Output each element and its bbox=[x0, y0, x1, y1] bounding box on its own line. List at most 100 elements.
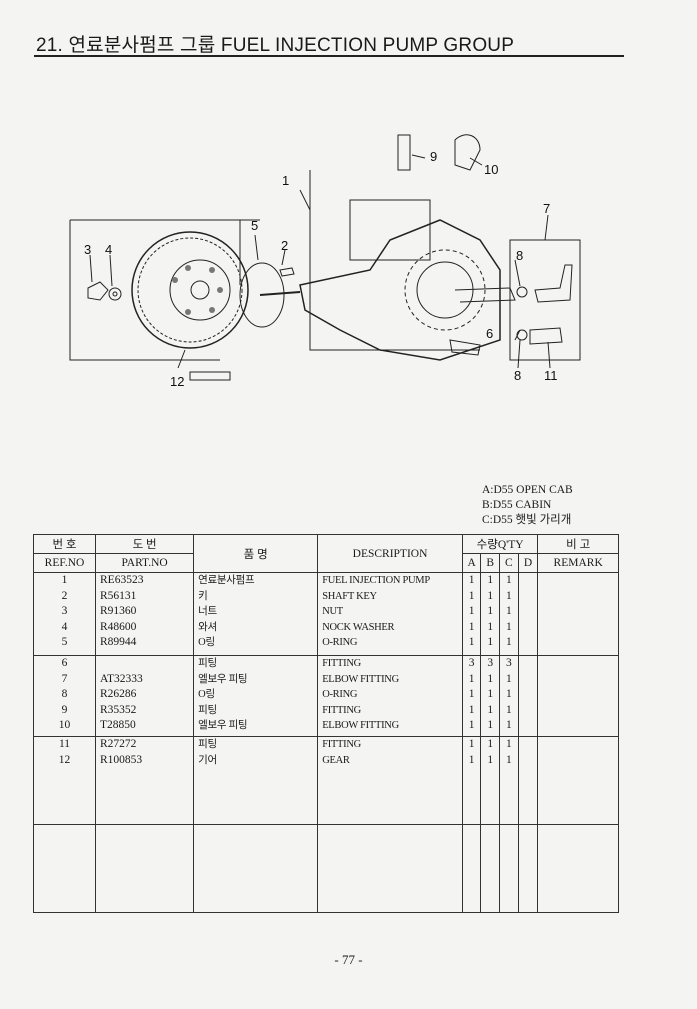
cell-c: 1 bbox=[499, 619, 519, 636]
cell-remark bbox=[537, 735, 619, 753]
cell-b: 1 bbox=[480, 635, 501, 651]
exploded-parts-diagram: 1 2 3 4 5 6 7 8 8 9 10 11 12 bbox=[69, 134, 581, 389]
cell-a: 1 bbox=[461, 671, 482, 688]
cell-ref: 8 bbox=[33, 687, 96, 703]
header-qty: 수량Q'TY bbox=[461, 534, 539, 554]
cell-b: 1 bbox=[480, 702, 501, 719]
cell-c: 1 bbox=[499, 571, 519, 589]
cell-desc: NOCK WASHER bbox=[317, 619, 463, 636]
callout-8-upper: 8 bbox=[516, 248, 523, 263]
cell-c: 1 bbox=[499, 718, 519, 734]
cell-ref: 2 bbox=[33, 588, 96, 605]
cell-b: 1 bbox=[480, 752, 501, 769]
cell-part: RE63523 bbox=[94, 571, 195, 589]
cell-part: R100853 bbox=[94, 752, 195, 769]
cell-ref: 1 bbox=[33, 571, 96, 589]
header-qty-d: D bbox=[517, 553, 539, 573]
cell-desc: SHAFT KEY bbox=[317, 588, 463, 605]
cell-part: R48600 bbox=[94, 619, 195, 636]
cell-c: 1 bbox=[499, 588, 519, 605]
cell-name: 키 bbox=[193, 588, 319, 605]
cell-ref: 4 bbox=[33, 619, 96, 636]
cell-part: R56131 bbox=[94, 588, 195, 605]
cell-ref: 6 bbox=[33, 654, 96, 672]
cell-desc: GEAR bbox=[317, 752, 463, 769]
cell-remark bbox=[537, 619, 619, 636]
cell-remark bbox=[537, 654, 619, 672]
cell-c: 1 bbox=[499, 752, 519, 769]
cell-d bbox=[517, 671, 539, 688]
header-part-en: PART.NO bbox=[94, 553, 195, 573]
cell-b: 1 bbox=[480, 604, 501, 620]
cell-desc: ELBOW FITTING bbox=[317, 718, 463, 734]
callout-3: 3 bbox=[84, 242, 91, 257]
cell-name: 연료분사펌프 bbox=[193, 571, 319, 589]
cell-a: 1 bbox=[461, 635, 482, 651]
cell-remark bbox=[537, 718, 619, 734]
title-underline bbox=[34, 55, 624, 57]
parts-table: 번 호 도 번 품 명 DESCRIPTION 수량Q'TY 비 고 REF.N… bbox=[33, 534, 619, 914]
cell-a: 1 bbox=[461, 702, 482, 719]
header-part-ko: 도 번 bbox=[94, 534, 195, 554]
cell-desc: NUT bbox=[317, 604, 463, 620]
cell-b: 1 bbox=[480, 735, 501, 753]
cell-desc: FITTING bbox=[317, 702, 463, 719]
header-ref-ko: 번 호 bbox=[33, 534, 96, 554]
cell-part: R27272 bbox=[94, 735, 195, 753]
header-ref-en: REF.NO bbox=[33, 553, 96, 573]
legend-c: C:D55 햇빛 가리개 bbox=[482, 514, 572, 526]
cell-part: R35352 bbox=[94, 702, 195, 719]
cell-ref: 3 bbox=[33, 604, 96, 620]
callout-9: 9 bbox=[430, 149, 437, 164]
header-qty-b: B bbox=[480, 553, 501, 573]
header-qty-ko: 수량 bbox=[476, 539, 498, 551]
cell-part bbox=[94, 654, 195, 672]
cell-b: 1 bbox=[480, 671, 501, 688]
model-legend: A:D55 OPEN CAB B:D55 CABIN C:D55 햇빛 가리개 bbox=[482, 483, 573, 528]
cell-name: 엘보우 피팅 bbox=[193, 671, 319, 688]
callout-11: 11 bbox=[544, 368, 558, 383]
cell-desc: O-RING bbox=[317, 635, 463, 651]
cell-name: O링 bbox=[193, 635, 319, 651]
cell-b: 1 bbox=[480, 619, 501, 636]
cell-a: 1 bbox=[461, 687, 482, 703]
header-remark-ko: 비 고 bbox=[537, 534, 619, 554]
cell-desc: ELBOW FITTING bbox=[317, 671, 463, 688]
callout-8-lower: 8 bbox=[514, 368, 521, 383]
cell-remark bbox=[537, 635, 619, 651]
cell-name: 너트 bbox=[193, 604, 319, 620]
cell-ref: 10 bbox=[33, 718, 96, 734]
legend-a: A:D55 OPEN CAB bbox=[482, 484, 573, 496]
cell-a: 3 bbox=[461, 654, 482, 672]
cell-ref: 12 bbox=[33, 752, 96, 769]
header-name-ko: 품 명 bbox=[193, 534, 319, 573]
cell-d bbox=[517, 635, 539, 651]
cell-name: O링 bbox=[193, 687, 319, 703]
cell-c: 1 bbox=[499, 735, 519, 753]
cell-a: 1 bbox=[461, 571, 482, 589]
cell-c: 3 bbox=[499, 654, 519, 672]
cell-d bbox=[517, 687, 539, 703]
cell-desc: FUEL INJECTION PUMP bbox=[317, 571, 463, 589]
cell-c: 1 bbox=[499, 687, 519, 703]
cell-d bbox=[517, 654, 539, 672]
cell-name: 피팅 bbox=[193, 654, 319, 672]
cell-remark bbox=[537, 752, 619, 769]
cell-remark bbox=[537, 604, 619, 620]
header-qty-en: Q'TY bbox=[497, 539, 524, 551]
cell-part: T28850 bbox=[94, 718, 195, 734]
cell-remark bbox=[537, 687, 619, 703]
cell-name: 기어 bbox=[193, 752, 319, 769]
page-number: - 77 - bbox=[334, 952, 363, 967]
cell-remark bbox=[537, 571, 619, 589]
cell-ref: 11 bbox=[33, 735, 96, 753]
table-spacer bbox=[33, 824, 619, 914]
callout-4: 4 bbox=[105, 242, 112, 257]
